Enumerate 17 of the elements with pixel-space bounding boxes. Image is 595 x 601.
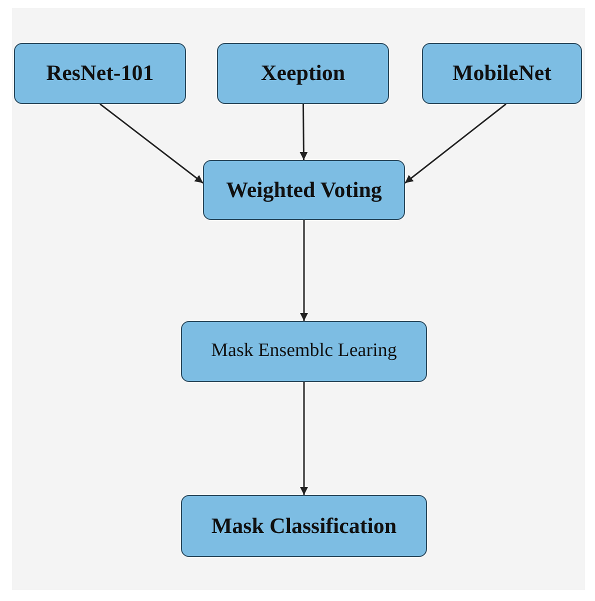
process-box xyxy=(14,43,186,104)
box-label: Xeeption xyxy=(260,61,346,86)
box-label: Mask Ensemblc Learing xyxy=(211,341,397,362)
process-box xyxy=(181,495,427,557)
box-label: ResNet-101 xyxy=(46,61,154,86)
arrow xyxy=(404,103,506,184)
box-label: Mask Classification xyxy=(211,514,397,538)
arrow xyxy=(300,104,308,160)
arrow xyxy=(300,220,308,321)
arrow xyxy=(100,103,204,184)
process-box xyxy=(217,43,389,104)
box-label: MobileNet xyxy=(452,61,552,86)
box-label: Weighted Voting xyxy=(226,178,382,202)
arrow xyxy=(300,382,308,495)
process-box xyxy=(203,160,405,220)
process-box xyxy=(422,43,582,104)
process-box xyxy=(181,321,427,382)
